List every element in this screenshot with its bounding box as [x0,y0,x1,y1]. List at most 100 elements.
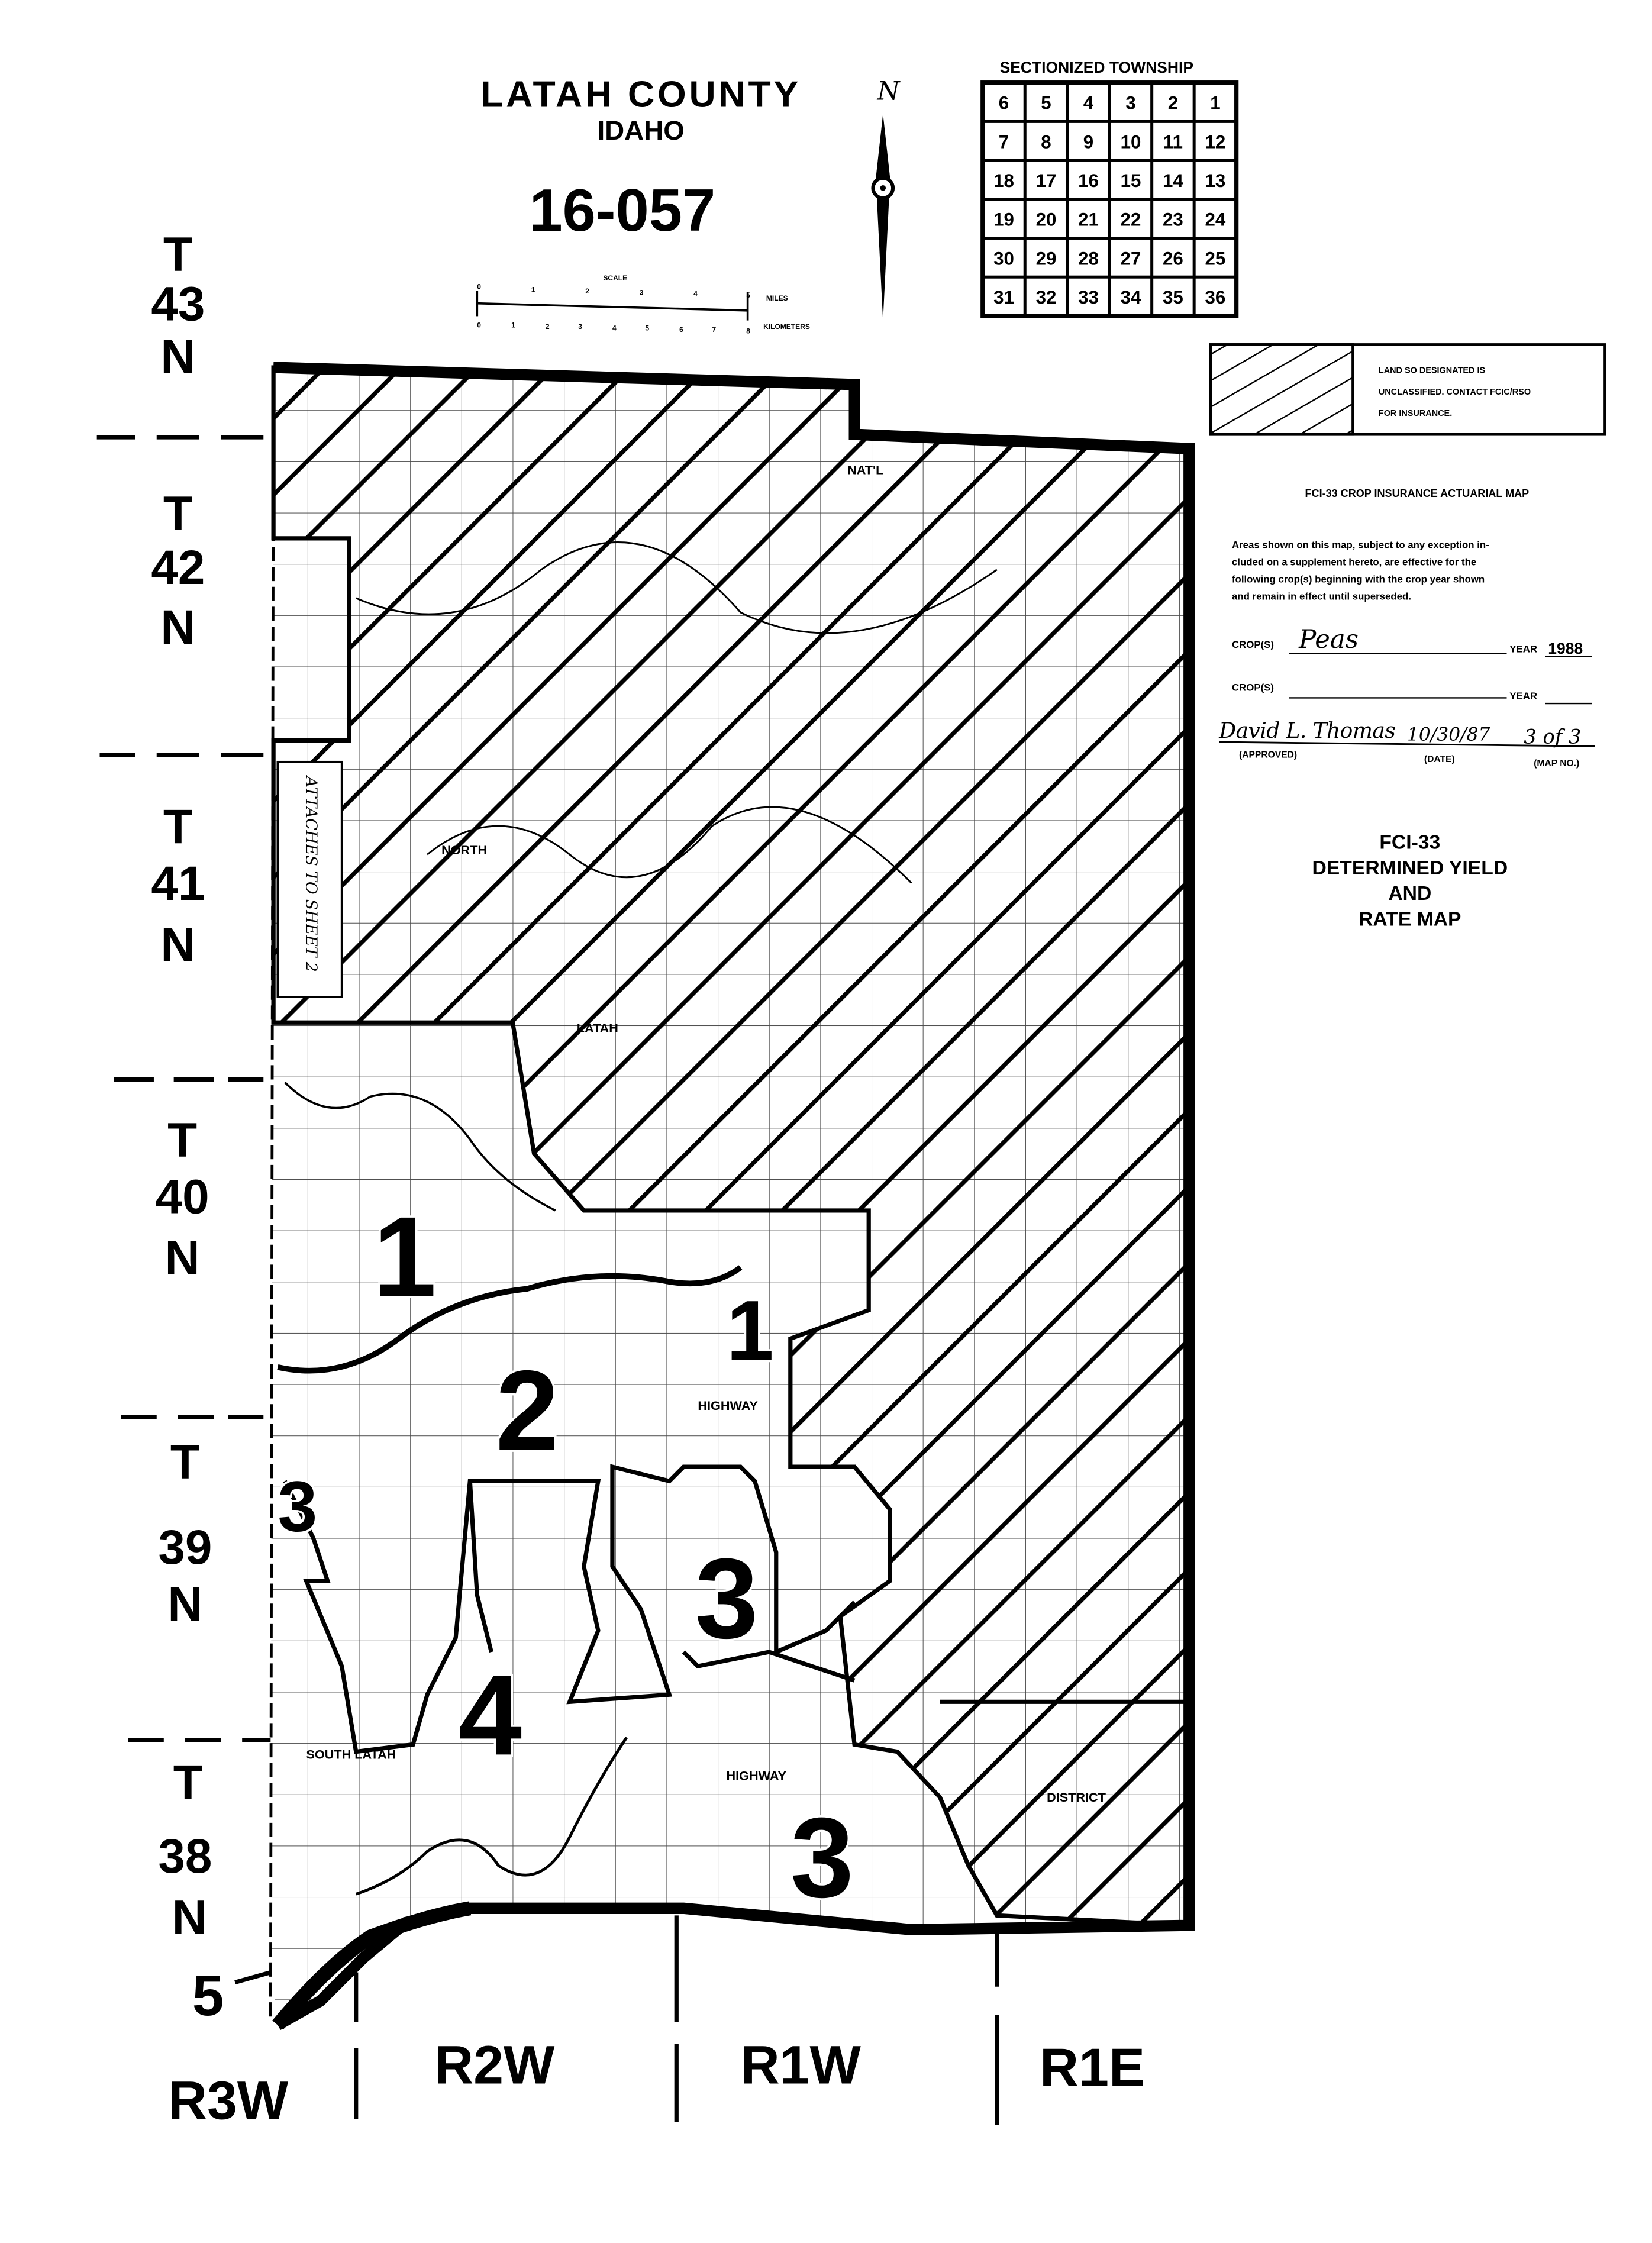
svg-text:38: 38 [158,1829,212,1883]
zone-label: 3 [790,1794,854,1921]
scale-km-tick: 8 [746,327,750,335]
section-number: 6 [999,93,1009,114]
form-paragraph: Areas shown on this map, subject to any … [1232,540,1489,551]
section-number: 17 [1036,170,1057,191]
legend-hatch-swatch [1209,343,1354,436]
svg-text:N: N [172,1891,207,1945]
zone-label: 5 [192,1964,224,2028]
svg-text:T: T [163,800,193,854]
place-label: HIGHWAY [698,1398,758,1413]
section-number: 7 [999,131,1009,152]
range-label: R1W [741,2035,862,2095]
legend-text: LAND SO DESIGNATED IS [1379,366,1486,376]
map-type-title: FCI-33 DETERMINED YIELD AND RATE MAP [1312,832,1508,931]
section-number: 12 [1205,131,1226,152]
section-number: 20 [1036,209,1057,230]
section-number: 36 [1205,287,1226,308]
county-map: ATTACHES TO SHEET 2 NAT'L NORTH LATAH SO… [192,362,1195,2031]
place-label: HIGHWAY [727,1768,787,1783]
scale-km-tick: 5 [645,324,649,332]
svg-text:T: T [163,486,193,540]
svg-text:T: T [167,1113,197,1167]
section-number: 26 [1163,248,1183,269]
scale-km-tick: 3 [578,322,582,331]
section-number: 4 [1083,93,1094,114]
north-label: N [877,77,901,106]
zone-label: 4 [459,1651,522,1779]
svg-text:43: 43 [151,277,205,331]
svg-text:N: N [160,330,195,384]
section-number: 3 [1125,93,1135,114]
unclassified-area [271,365,1192,1928]
place-label: NAT'L [847,463,883,477]
range-labels: R3W R2W R1W R1E [168,1915,1145,2131]
section-number: 30 [993,248,1014,269]
map-type-line: AND [1388,883,1431,905]
svg-text:40: 40 [156,1170,209,1224]
section-number: 5 [1041,93,1051,114]
section-number: 14 [1163,170,1183,191]
crops-label: CROP(S) [1232,639,1274,650]
approved-label: (APPROVED) [1239,750,1297,760]
legend-box: LAND SO DESIGNATED IS UNCLASSIFIED. CONT… [1209,343,1606,436]
date-label: (DATE) [1424,754,1455,764]
crops-label: CROP(S) [1232,682,1274,693]
section-number: 13 [1205,170,1226,191]
scale-title: SCALE [603,274,627,282]
svg-text:N: N [160,601,195,654]
scale-mile-tick: 1 [531,285,535,293]
section-number: 23 [1163,209,1183,230]
zone-label: 1 [373,1193,437,1320]
map-code: 16-057 [529,177,715,244]
map-no-label: (MAP NO.) [1534,759,1579,769]
actuarial-form: FCI-33 CROP INSURANCE ACTUARIAL MAP Area… [1218,488,1595,769]
form-paragraph: following crop(s) beginning with the cro… [1232,573,1485,585]
section-number: 22 [1121,209,1141,230]
form-paragraph: cluded on a supplement hereto, are effec… [1232,557,1476,568]
section-number: 16 [1078,170,1099,191]
scale-mile-tick: 2 [585,287,589,295]
section-number: 9 [1083,131,1093,152]
svg-text:N: N [167,1577,202,1631]
section-number: 15 [1121,170,1141,191]
map-type-line: DETERMINED YIELD [1312,857,1508,879]
svg-text:41: 41 [151,857,205,911]
attaches-note: ATTACHES TO SHEET 2 [302,774,320,972]
approval-date: 10/30/87 [1407,724,1490,745]
place-label: SOUTH LATAH [306,1747,396,1762]
section-number: 19 [993,209,1014,230]
zone-label: 3 [695,1535,759,1662]
scale-mile-tick: 5 [746,291,750,299]
svg-text:N: N [165,1231,200,1285]
scale-miles-label: MILES [766,294,788,302]
section-number: 2 [1168,93,1178,114]
section-number: 21 [1078,209,1099,230]
section-number: 25 [1205,248,1226,269]
zone-boundary [283,1464,856,1754]
map-type-line: FCI-33 [1379,832,1440,854]
section-number: 24 [1205,209,1226,230]
place-label: NORTH [441,843,487,857]
section-number: 32 [1036,287,1057,308]
section-number: 33 [1078,287,1099,308]
scale-km-tick: 4 [612,324,617,332]
section-number: 1 [1210,93,1220,114]
zone-label: 3 [278,1466,317,1546]
scale-bar: SCALE 0 1 2 3 4 5 0 1 2 3 4 5 6 7 8 MILE… [476,274,810,335]
section-number: 34 [1121,287,1141,308]
section-number: 28 [1078,248,1099,269]
scale-mile-tick: 3 [640,288,644,296]
svg-text:N: N [160,918,195,972]
svg-text:T: T [170,1435,200,1489]
range-label: R1E [1040,2038,1145,2098]
form-paragraph: and remain in effect until superseded. [1232,590,1411,602]
township-grid-title: SECTIONIZED TOWNSHIP [1000,59,1193,76]
section-number: 27 [1121,248,1141,269]
section-number: 29 [1036,248,1057,269]
